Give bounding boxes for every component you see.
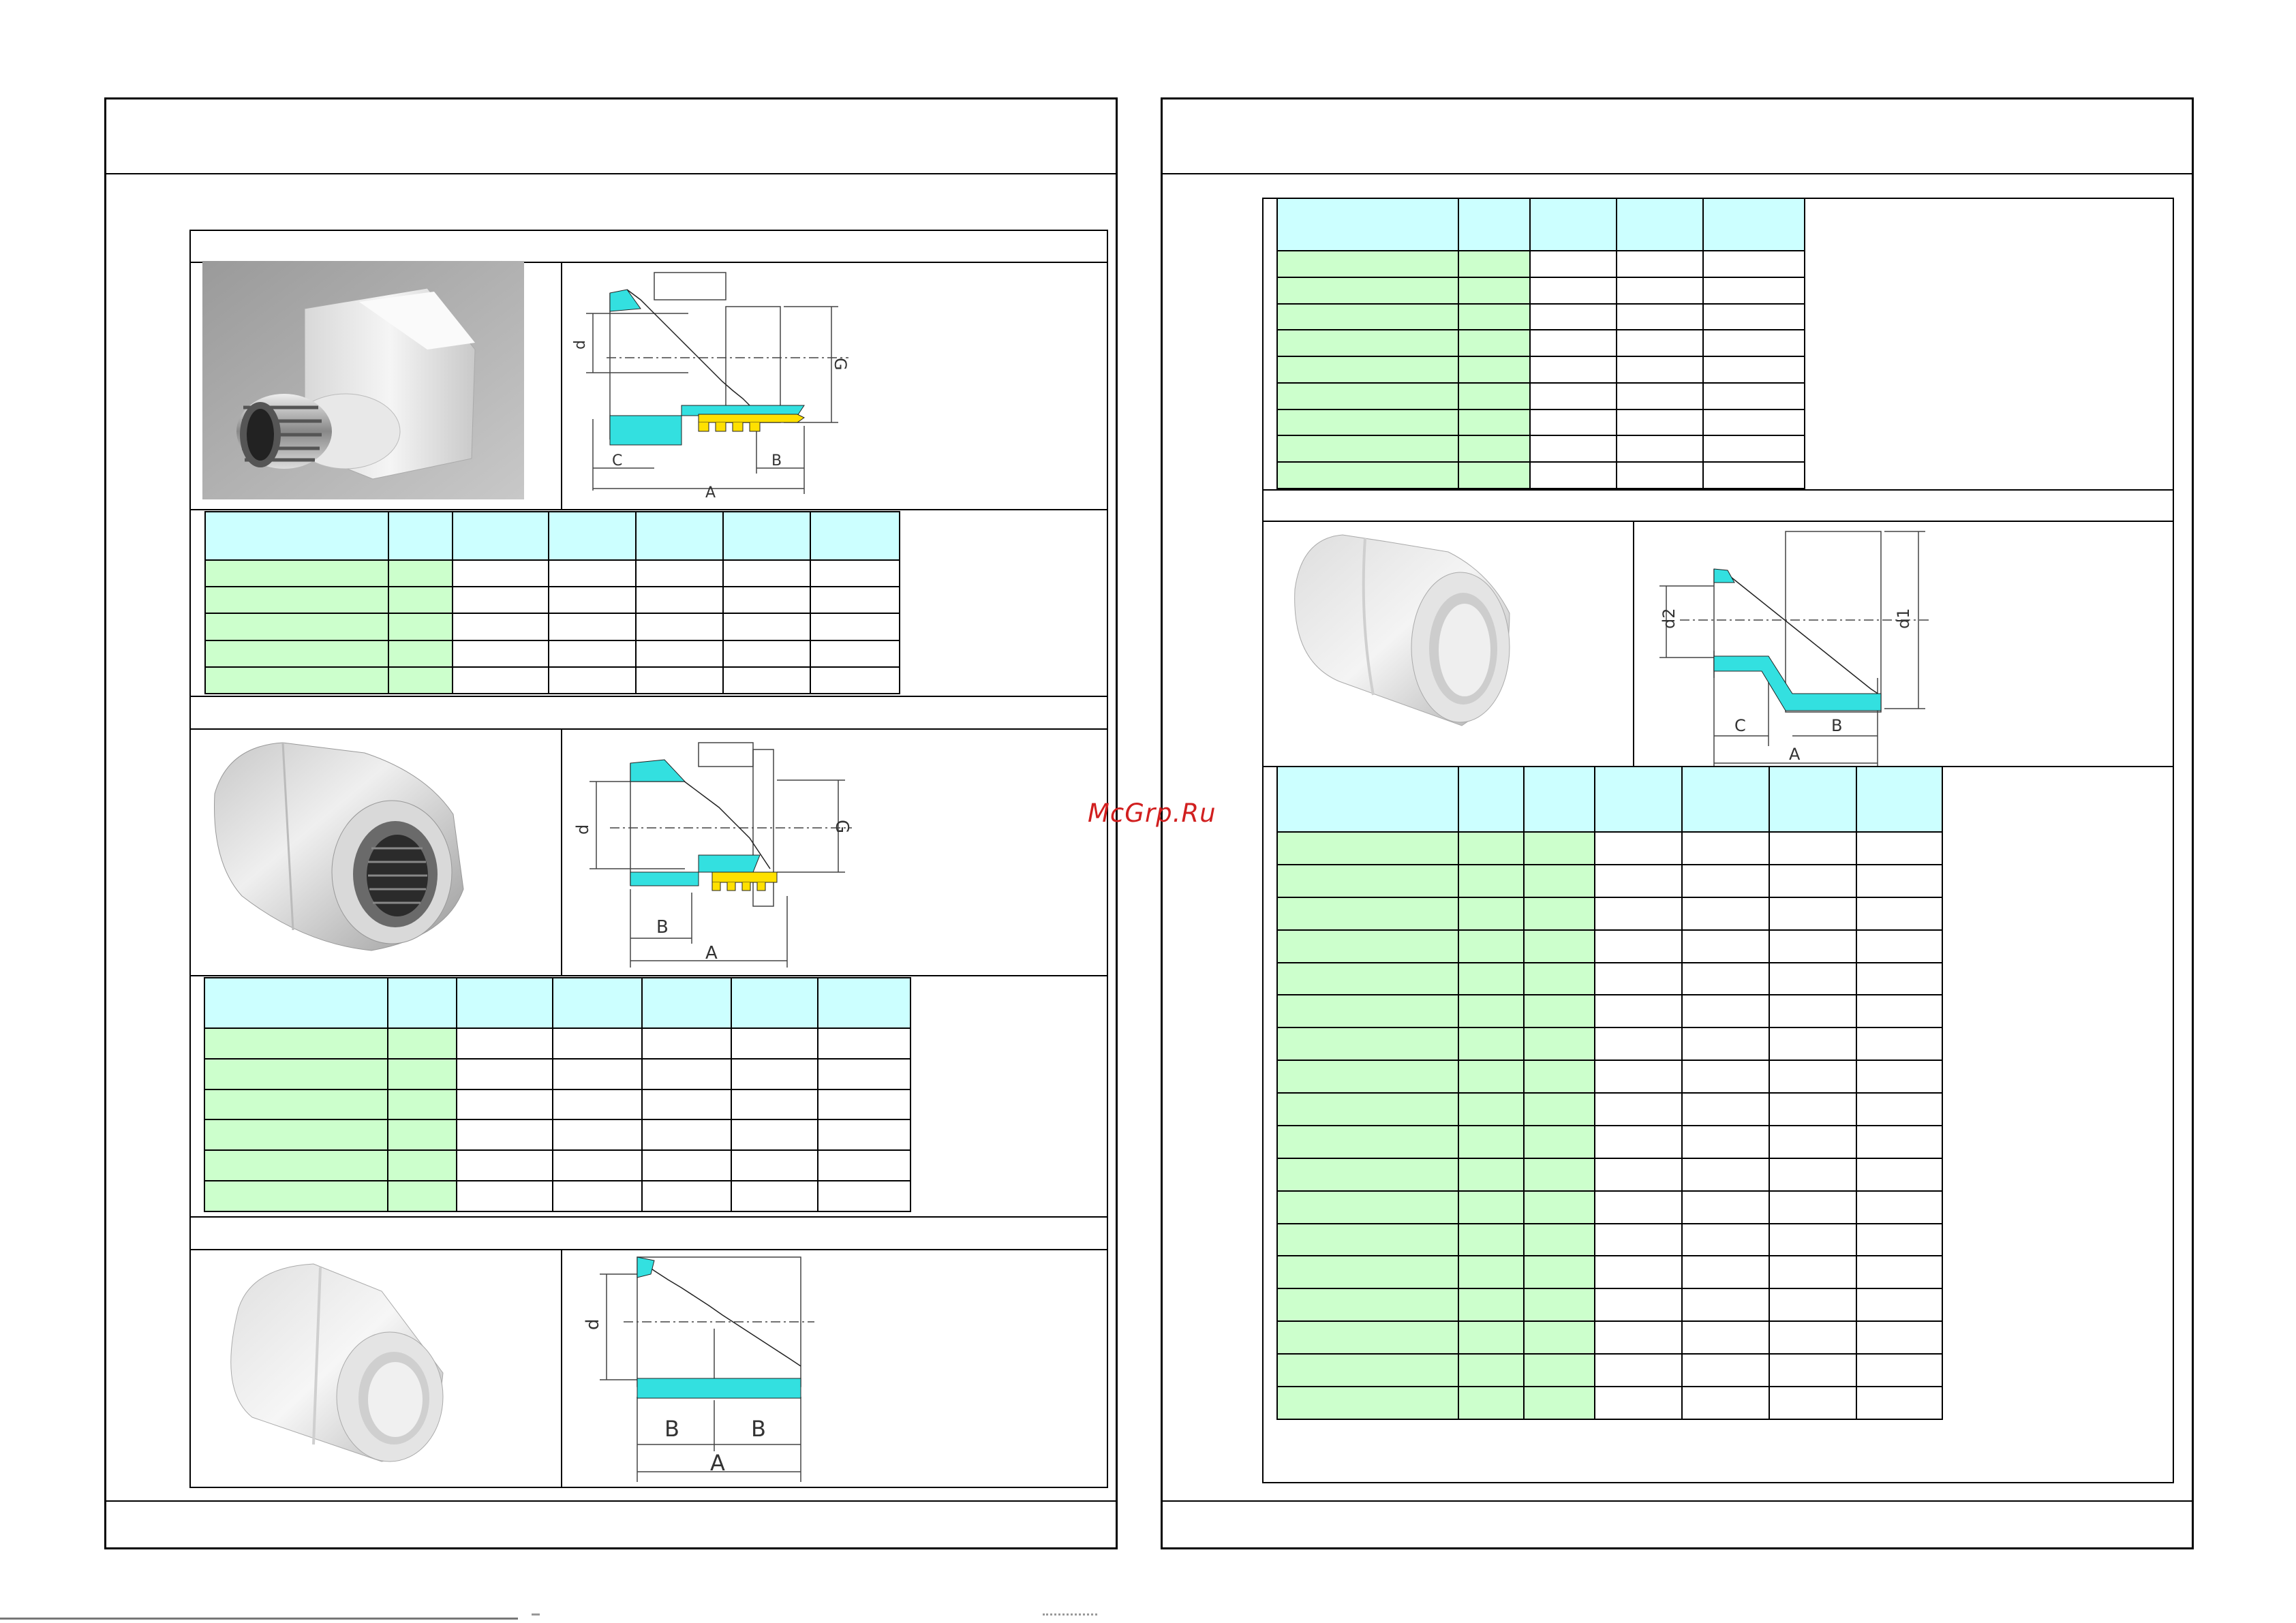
coupling-drawing: d B B A — [583, 1256, 814, 1482]
section3-title-divider — [189, 1249, 1108, 1250]
male-adapter-photo — [202, 261, 524, 499]
section1-image-divider — [189, 509, 1108, 510]
section2-split — [561, 728, 562, 975]
label-B: B — [751, 1416, 766, 1442]
footer-divider — [1163, 1500, 2192, 1502]
bottom-edge-mark — [532, 1613, 540, 1616]
label-A: A — [1789, 745, 1801, 764]
label-G: G — [831, 358, 850, 371]
coupling-photo — [230, 1263, 444, 1462]
label-C: C — [1734, 716, 1746, 735]
reducer-drawing: d2 d1 C B A — [1659, 531, 1929, 767]
reducer-title-divider — [1262, 521, 2174, 522]
label-A: A — [710, 1450, 725, 1476]
label-d: d — [573, 824, 592, 835]
footer-divider — [106, 1500, 1116, 1502]
label-B: B — [664, 1416, 679, 1442]
label-d1: d1 — [1894, 608, 1913, 629]
bottom-edge-mark — [1043, 1613, 1097, 1616]
header-divider — [1163, 173, 2192, 174]
male-adapter-drawing: d G C B A — [572, 272, 850, 501]
section2-image-divider — [189, 975, 1108, 976]
label-G: G — [831, 820, 852, 833]
label-B: B — [1831, 716, 1842, 735]
left-catalog-frame — [189, 230, 1108, 1488]
watermark[interactable]: McGrp.Ru — [1088, 799, 1216, 828]
reducer-photo — [1294, 534, 1510, 726]
label-A: A — [705, 484, 716, 501]
label-d: d — [583, 1318, 603, 1330]
female-adapter-table — [204, 977, 911, 1212]
header-divider — [106, 173, 1116, 174]
label-B: B — [656, 917, 669, 938]
continuation-table — [1276, 198, 1805, 489]
section2-title-top — [189, 696, 1108, 697]
female-adapter-photo — [214, 742, 464, 951]
section1-split — [561, 262, 562, 509]
reducer-title-top — [1262, 489, 2174, 491]
male-adapter-table — [204, 511, 900, 695]
section3-title-top — [189, 1216, 1108, 1218]
section1-title-divider — [189, 262, 1108, 263]
female-adapter-drawing: d G B A — [573, 742, 852, 968]
label-A: A — [705, 943, 718, 963]
section2-title-divider — [189, 728, 1108, 730]
reducer-split — [1633, 521, 1634, 766]
bottom-edge-line — [0, 1618, 518, 1620]
label-d: d — [572, 340, 589, 350]
section3-split — [561, 1249, 562, 1488]
label-d2: d2 — [1659, 608, 1679, 629]
label-B: B — [771, 452, 782, 469]
label-C: C — [612, 452, 622, 469]
reducer-table — [1276, 766, 1943, 1421]
